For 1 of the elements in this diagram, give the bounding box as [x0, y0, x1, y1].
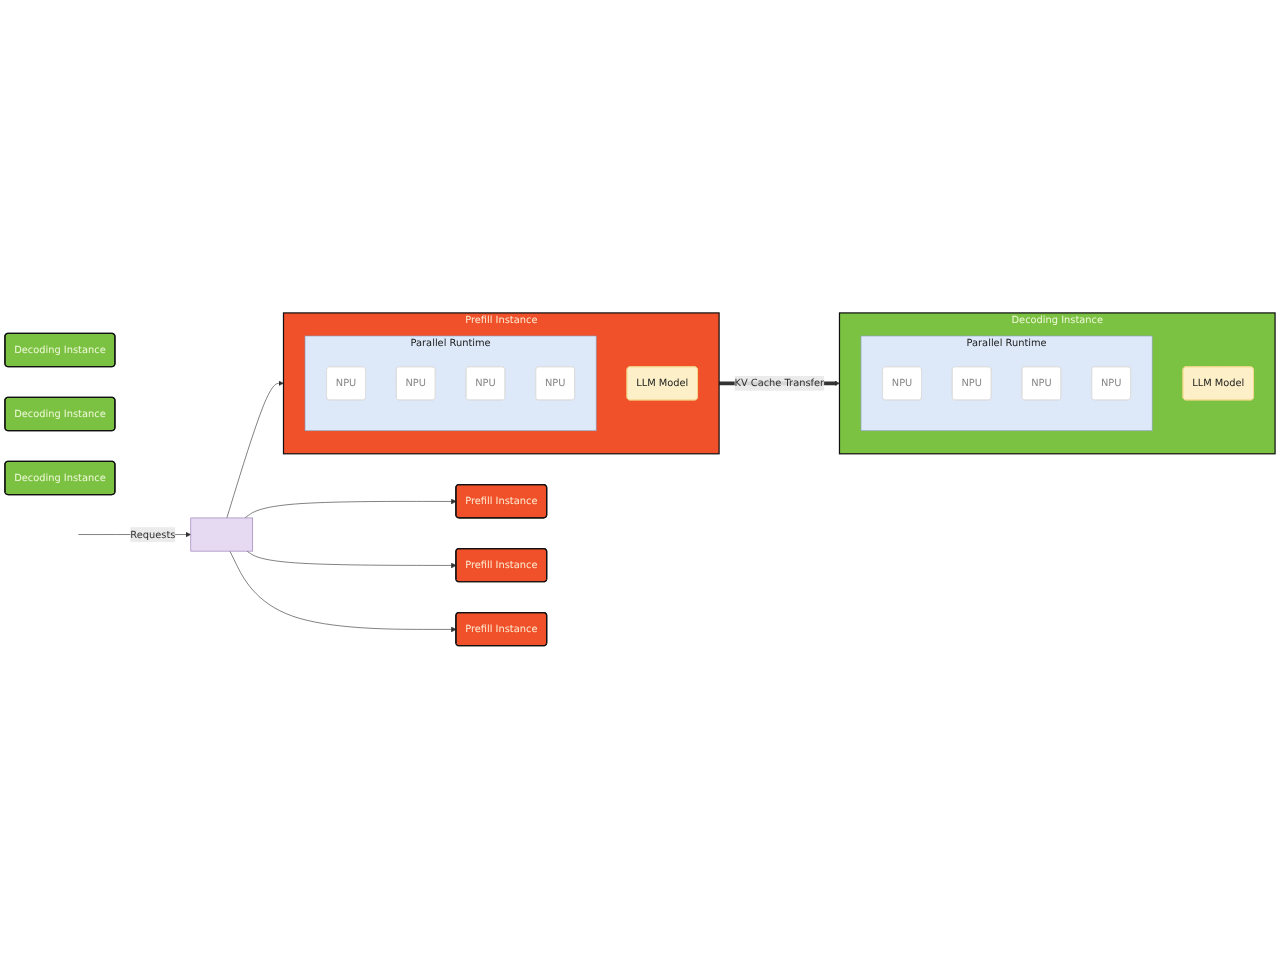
node-box: [190, 518, 254, 553]
